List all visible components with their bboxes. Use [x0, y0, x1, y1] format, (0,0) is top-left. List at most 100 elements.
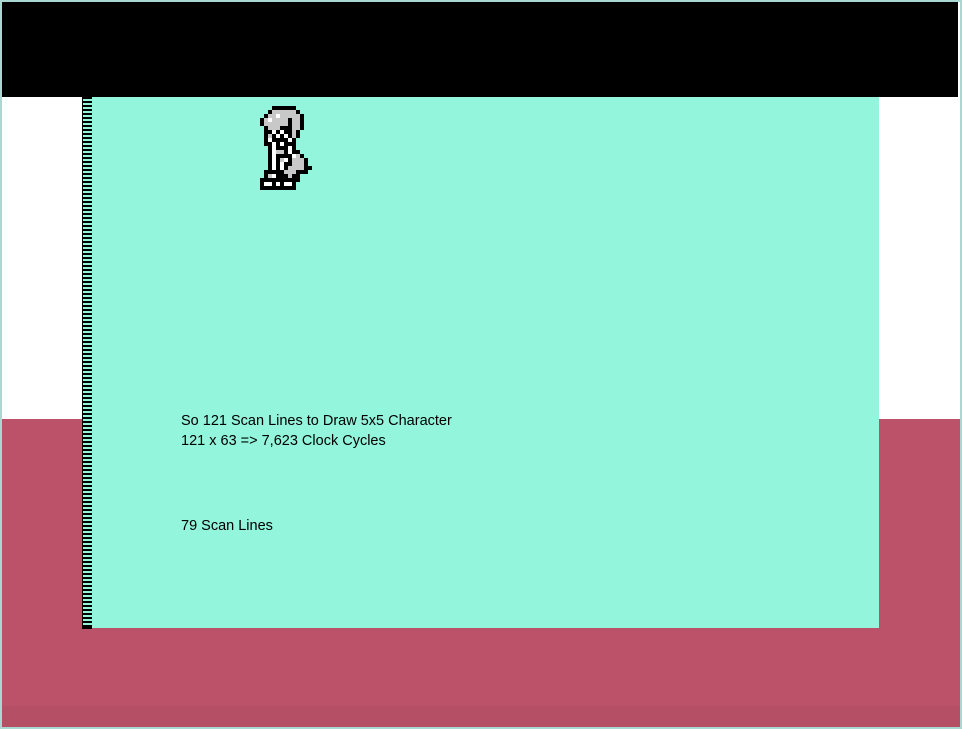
sprite-pixel — [284, 142, 288, 146]
sprite-pixel — [268, 146, 272, 150]
sprite-pixel — [280, 142, 284, 146]
sprite-pixel — [272, 178, 276, 182]
sprite-pixel — [300, 122, 304, 126]
sprite-pixel — [284, 178, 288, 182]
sprite-pixel — [292, 142, 296, 146]
sprite-pixel — [288, 138, 292, 142]
sprite-pixel — [292, 158, 296, 162]
scanline-ruler — [82, 97, 92, 629]
sprite-pixel — [296, 170, 300, 174]
sprite-pixel — [288, 182, 292, 186]
sprite-pixel — [268, 170, 272, 174]
scan-lines-character-note: So 121 Scan Lines to Draw 5x5 Character — [181, 413, 452, 429]
sprite-pixel — [292, 162, 296, 166]
sprite-pixel — [280, 138, 284, 142]
sprite-pixel — [300, 118, 304, 122]
sprite-pixel — [276, 162, 280, 166]
sprite-pixel — [280, 182, 284, 186]
sprite-pixel — [272, 162, 276, 166]
sprite-pixel — [288, 130, 292, 134]
sprite-pixels — [260, 106, 312, 190]
sprite-pixel — [280, 174, 284, 178]
sprite-pixel — [272, 182, 276, 186]
sprite-pixel — [280, 158, 284, 162]
sprite-pixel — [292, 170, 296, 174]
sprite-pixel — [272, 146, 276, 150]
sprite-pixel — [284, 126, 288, 130]
sprite-pixel — [292, 118, 296, 122]
playfield — [91, 97, 879, 628]
sprite-pixel — [292, 106, 296, 110]
sprite-pixel — [292, 178, 296, 182]
sprite-pixel — [284, 186, 288, 190]
clock-cycles-note: 121 x 63 => 7,623 Clock Cycles — [181, 433, 386, 449]
sprite-pixel — [268, 158, 272, 162]
sprite-pixel — [280, 114, 284, 118]
sprite-pixel — [288, 170, 292, 174]
sprite-pixel — [272, 142, 276, 146]
sprite-pixel — [284, 138, 288, 142]
sprite-pixel — [264, 182, 268, 186]
sprite-pixel — [296, 110, 300, 114]
sprite-pixel — [276, 106, 280, 110]
sprite-pixel — [304, 166, 308, 170]
sprite-pixel — [280, 154, 284, 158]
sprite-pixel — [272, 126, 276, 130]
sprite-pixel — [296, 166, 300, 170]
sprite-pixel — [300, 162, 304, 166]
sprite-pixel — [292, 182, 296, 186]
sprite-pixel — [268, 182, 272, 186]
sprite-pixel — [300, 154, 304, 158]
sprite-pixel — [264, 130, 268, 134]
sprite-pixel — [288, 174, 292, 178]
top-black-bar — [2, 2, 958, 97]
sprite-pixel — [264, 138, 268, 142]
sprite-pixel — [288, 154, 292, 158]
sprite-pixel — [296, 178, 300, 182]
sprite-pixel — [288, 134, 292, 138]
sprite-pixel — [276, 114, 280, 118]
sprite-pixel — [264, 122, 268, 126]
sprite-pixel — [300, 126, 304, 130]
sprite-pixel — [284, 146, 288, 150]
sprite-pixel — [284, 114, 288, 118]
sprite-pixel — [268, 118, 272, 122]
sprite-pixel — [276, 150, 280, 154]
sprite-pixel — [296, 114, 300, 118]
sprite-pixel — [288, 186, 292, 190]
sprite-pixel — [264, 174, 268, 178]
sprite-pixel — [268, 130, 272, 134]
sprite-pixel — [304, 162, 308, 166]
sprite-pixel — [296, 126, 300, 130]
sprite-pixel — [264, 134, 268, 138]
sprite-pixel — [260, 178, 264, 182]
sprite-pixel — [264, 178, 268, 182]
sprite-pixel — [268, 134, 272, 138]
sprite-pixel — [268, 150, 272, 154]
sprite-pixel — [264, 170, 268, 174]
sprite-pixel — [276, 122, 280, 126]
sprite-pixel — [268, 142, 272, 146]
sprite-pixel — [284, 174, 288, 178]
sprite-pixel — [304, 158, 308, 162]
sprite-pixel — [292, 126, 296, 130]
sprite-pixel — [308, 166, 312, 170]
sprite-pixel — [280, 134, 284, 138]
sprite-pixel — [272, 118, 276, 122]
sprite-pixel — [292, 150, 296, 154]
sprite-pixel — [288, 126, 292, 130]
sprite-pixel — [268, 166, 272, 170]
sprite-pixel — [276, 178, 280, 182]
sprite-pixel — [268, 110, 272, 114]
sprite-pixel — [268, 154, 272, 158]
sprite-pixel — [292, 138, 296, 142]
sprite-pixel — [284, 150, 288, 154]
sprite-pixel — [268, 126, 272, 130]
sprite-pixel — [280, 162, 284, 166]
sprite-pixel — [276, 154, 280, 158]
sprite-pixel — [296, 154, 300, 158]
sprite-pixel — [292, 154, 296, 158]
sprite-pixel — [272, 150, 276, 154]
sprite-pixel — [292, 122, 296, 126]
sprite-pixel — [272, 138, 276, 142]
